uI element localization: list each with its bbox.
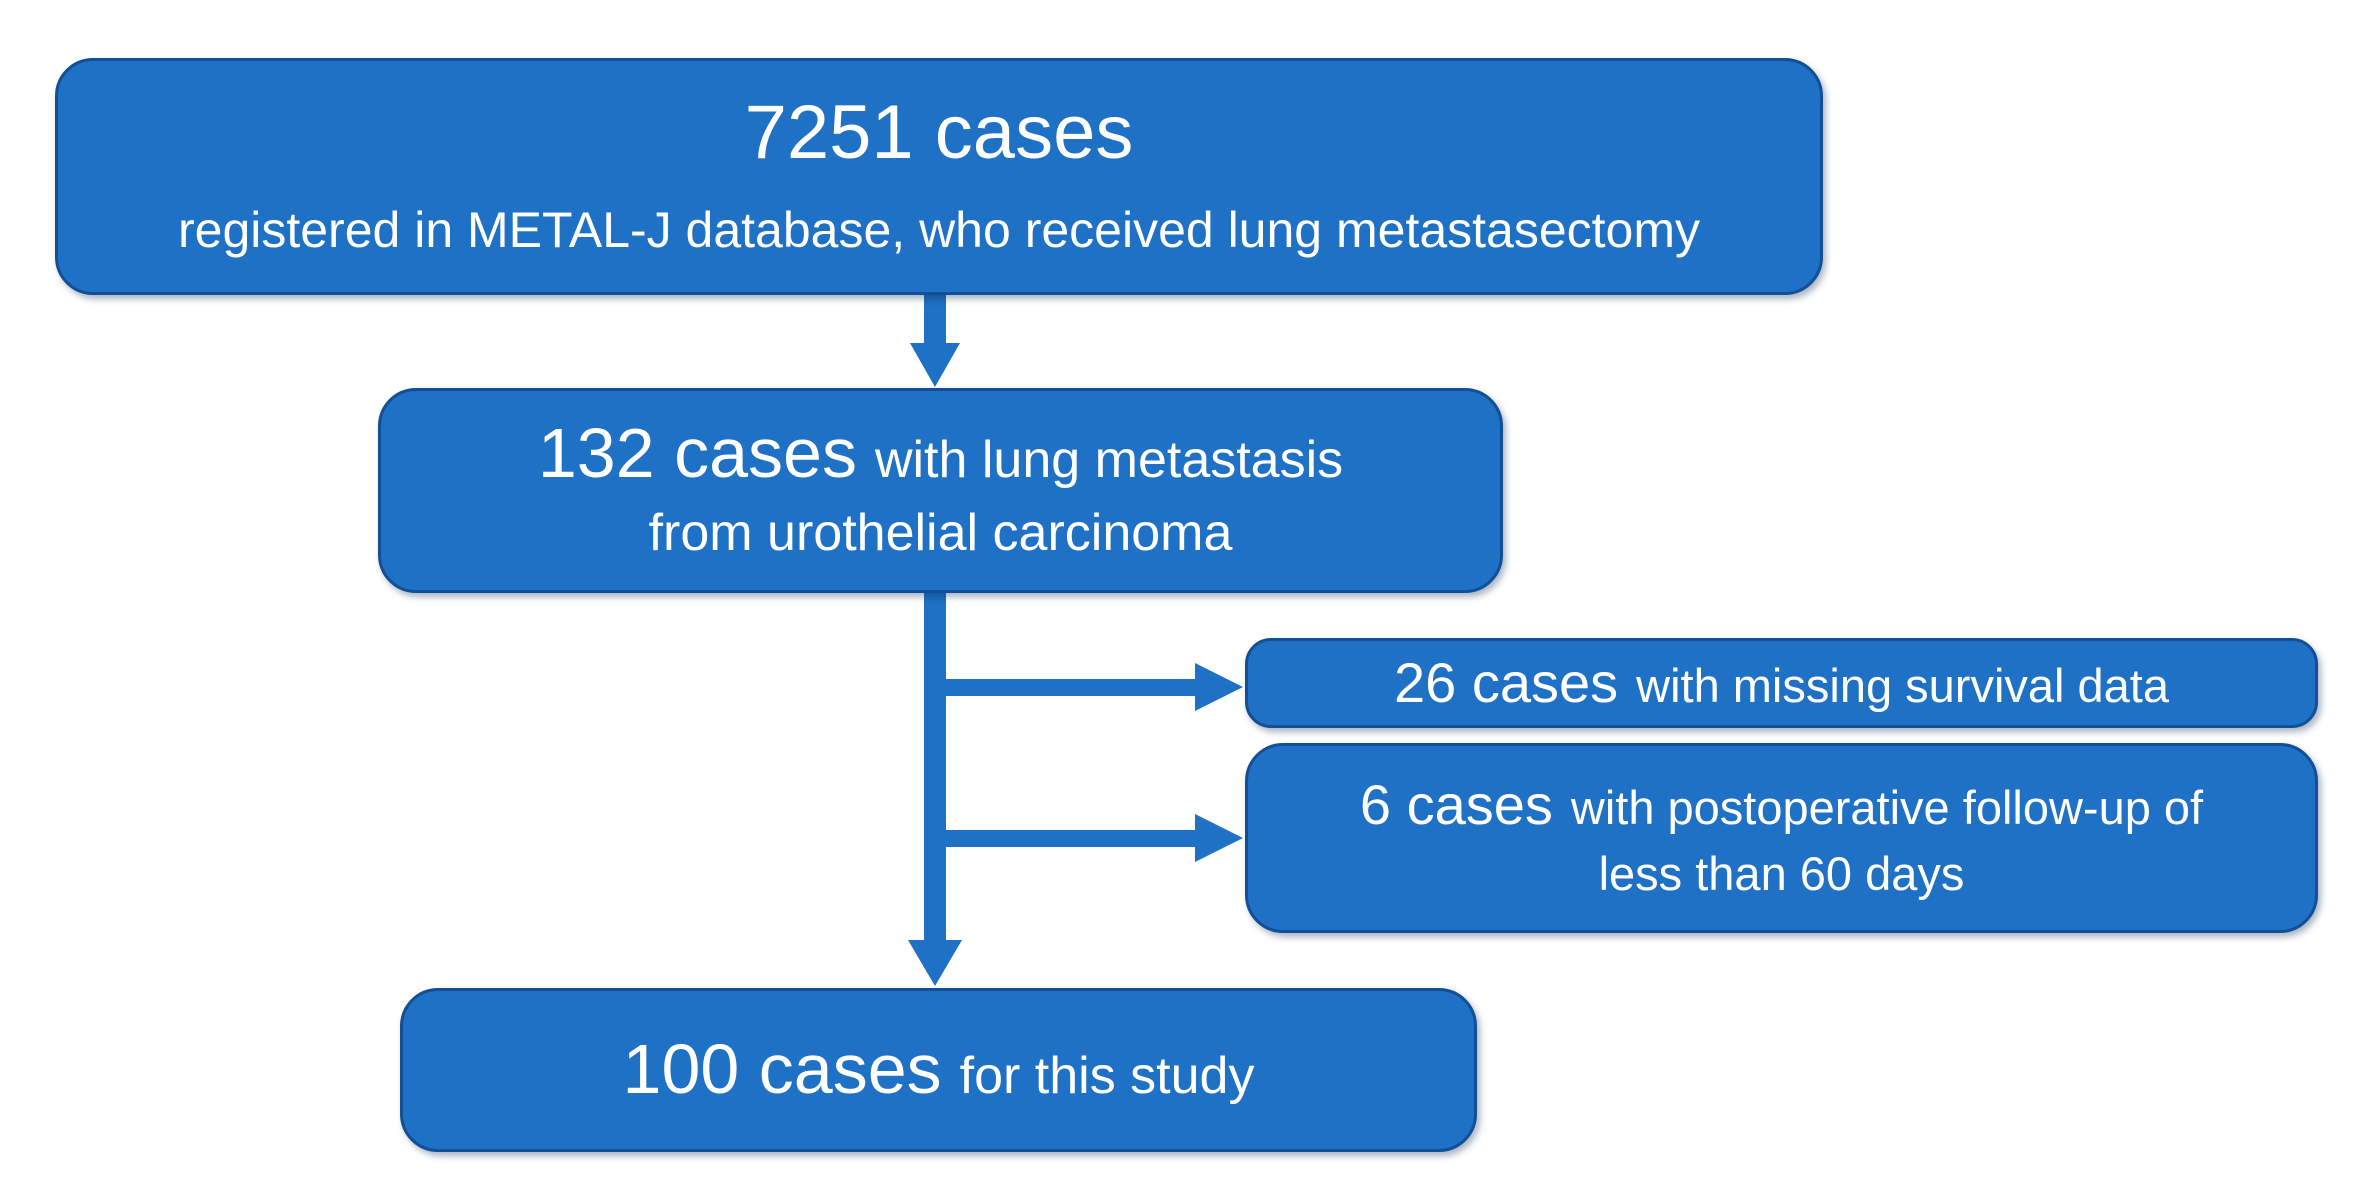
node-short-followup-cases: 6 cases with postoperative follow-up of …: [1245, 743, 2318, 933]
arrow-branch-missing-survival: [935, 663, 1243, 711]
short-followup-desc: with postoperative follow-up of: [1570, 780, 2204, 834]
arrow-shaft: [935, 679, 1197, 696]
arrow-branch-short-followup: [935, 814, 1243, 862]
registered-count: 7251 cases: [744, 89, 1134, 175]
arrow-head-icon: [1195, 814, 1243, 862]
arrow-shaft: [935, 830, 1197, 847]
arrow-top-to-second: [910, 293, 960, 387]
arrow-head-icon: [908, 940, 962, 986]
arrow-head-icon: [1195, 663, 1243, 711]
node-registered-cases: 7251 cases registered in METAL-J databas…: [55, 58, 1823, 295]
lung-metastasis-desc2-line: from urothelial carcinoma: [649, 502, 1233, 564]
missing-survival-desc: with missing survival data: [1636, 658, 2169, 712]
node-final-study-cases: 100 cases for this study: [400, 988, 1477, 1152]
short-followup-desc2: less than 60 days: [1598, 847, 1965, 900]
arrow-head-icon: [910, 343, 960, 387]
short-followup-count: 6 cases: [1359, 772, 1553, 836]
lung-metastasis-desc2: from urothelial carcinoma: [648, 503, 1233, 562]
registered-count-line: 7251 cases: [744, 89, 1134, 175]
lung-metastasis-desc: with lung metastasis: [874, 431, 1344, 490]
registered-desc: registered in METAL-J database, who rece…: [177, 202, 1701, 259]
missing-survival-line: 26 cases with missing survival data: [1394, 652, 2169, 714]
node-missing-survival-cases: 26 cases with missing survival data: [1245, 638, 2318, 728]
final-desc: for this study: [959, 1046, 1255, 1105]
arrow-second-to-final: [908, 591, 962, 986]
registered-desc-line: registered in METAL-J database, who rece…: [178, 200, 1700, 260]
node-lung-metastasis-cases: 132 cases with lung metastasis from urot…: [378, 388, 1503, 593]
arrow-shaft: [924, 293, 946, 345]
missing-survival-count: 26 cases: [1394, 650, 1619, 714]
lung-metastasis-count-line: 132 cases with lung metastasis: [538, 417, 1343, 491]
arrow-shaft: [924, 591, 946, 943]
lung-metastasis-count: 132 cases: [537, 414, 857, 493]
short-followup-line: 6 cases with postoperative follow-up of: [1360, 774, 2203, 836]
final-count: 100 cases: [622, 1029, 942, 1108]
final-line: 100 cases for this study: [622, 1029, 1255, 1108]
short-followup-desc2-line: less than 60 days: [1599, 846, 1965, 902]
